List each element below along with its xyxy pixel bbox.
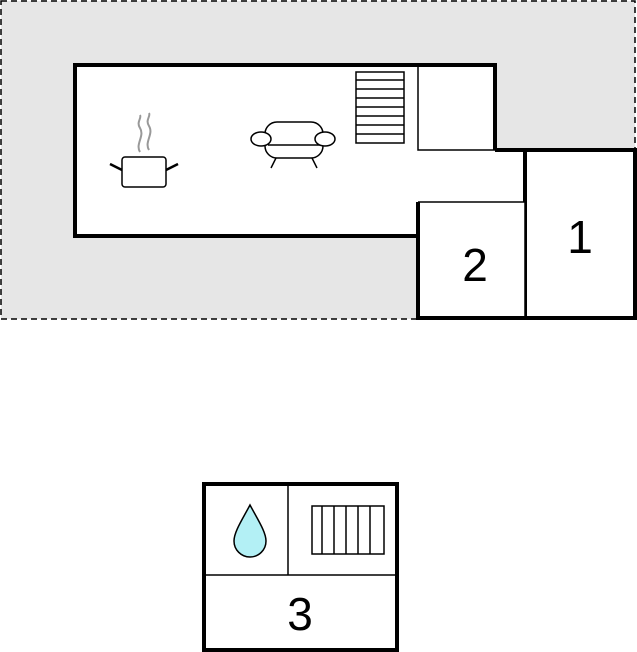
main-room-walls — [73, 63, 497, 238]
cooking-pot-icon — [109, 112, 179, 188]
stair-landing-walls — [417, 65, 495, 151]
sauna-bench-icon — [311, 505, 385, 555]
room-2 — [418, 202, 525, 318]
room-1 — [523, 148, 637, 320]
room-2-outer-walls — [416, 202, 525, 320]
room-1-label: 1 — [567, 211, 593, 263]
water-drop-icon — [233, 503, 267, 558]
staircase-icon — [355, 71, 405, 144]
room-3-building — [202, 482, 399, 652]
room-3-label: 3 — [287, 588, 313, 640]
room-2-label: 2 — [462, 239, 488, 291]
sofa-icon — [250, 121, 336, 169]
